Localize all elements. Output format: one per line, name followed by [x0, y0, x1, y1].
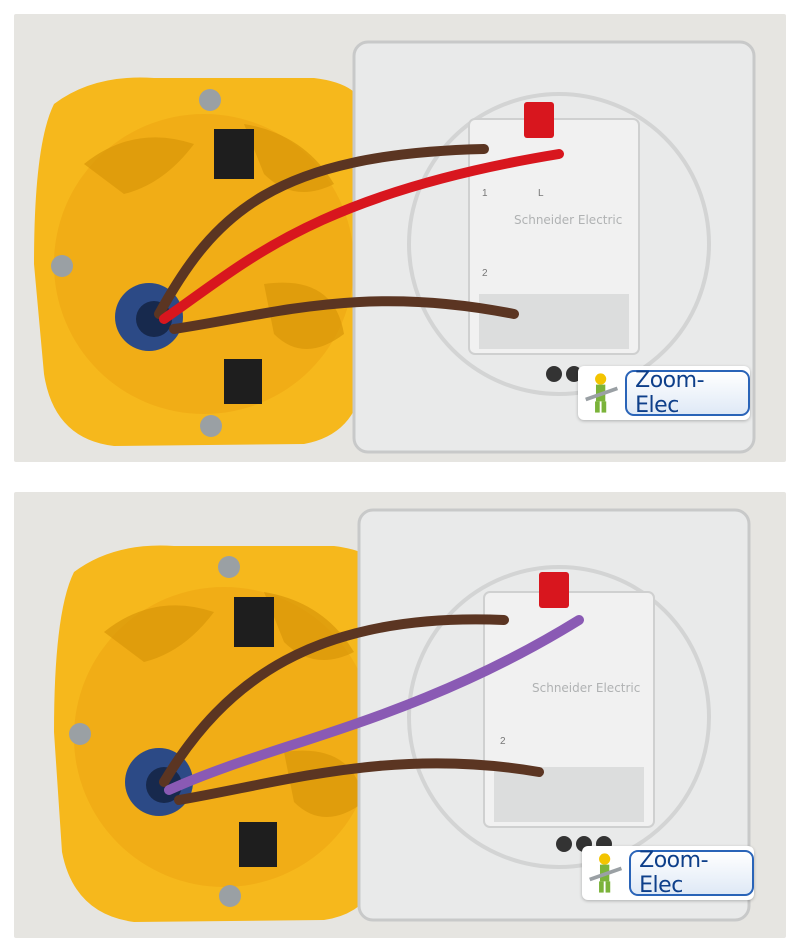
wire-brown-1: [159, 614, 509, 787]
switch-brand-text: Schneider Electric: [514, 213, 622, 227]
box-opening-top: [234, 597, 274, 647]
switch-brand-text: Schneider Electric: [532, 681, 640, 695]
screw: [219, 885, 241, 907]
electrician-mascot-icon: [589, 853, 623, 893]
brand-logo-text: Zoom-Elec: [629, 848, 754, 898]
wire-brown-1: [154, 144, 489, 319]
box-opening-bottom: [239, 822, 277, 867]
photo-red-wire-wiring: Schneider Electric 1 2 L: [14, 14, 786, 462]
electrical-box: [34, 77, 364, 446]
box-opening-top: [214, 129, 254, 179]
wire-brown-2: [169, 296, 519, 334]
screw: [51, 255, 73, 277]
wire-red: [159, 149, 564, 324]
terminal-mark-2: 2: [482, 268, 488, 279]
screw: [218, 556, 240, 578]
screw: [200, 415, 222, 437]
terminal-mark-1: 1: [482, 188, 488, 199]
red-clip: [524, 102, 554, 138]
wiring-photo-top: Schneider Electric 1 2 L: [14, 14, 786, 462]
electrician-mascot-icon: [585, 373, 619, 413]
watermark-badge: Zoom-Elec: [582, 846, 754, 900]
switch-mechanism: Schneider Electric 1 2 L: [352, 40, 756, 454]
wire-violet: [164, 615, 584, 795]
terminal-mark-l: L: [538, 188, 544, 199]
switch-mechanism: Schneider Electric 2: [357, 508, 751, 922]
box-opening-bottom: [224, 359, 262, 404]
screw: [199, 89, 221, 111]
electrical-box: [54, 545, 384, 922]
brand-logo-text: Zoom-Elec: [625, 368, 750, 418]
watermark-badge: Zoom-Elec: [578, 366, 750, 420]
terminal-mark-2: 2: [500, 736, 506, 747]
red-clip: [539, 572, 569, 608]
wire-brown-2: [174, 758, 544, 805]
screw: [69, 723, 91, 745]
